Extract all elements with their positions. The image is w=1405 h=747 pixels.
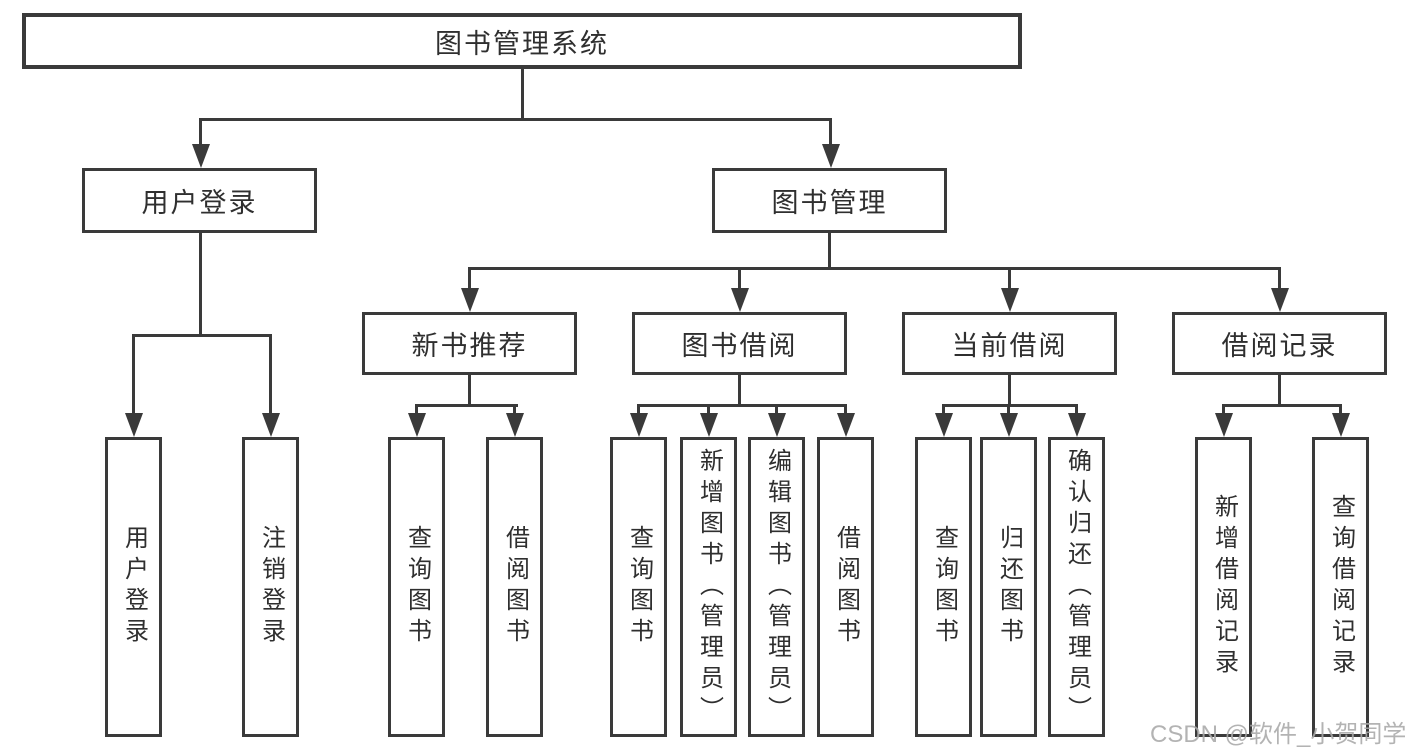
arrowhead-leaf-borrow-books bbox=[837, 413, 855, 437]
connector-stub-user-login bbox=[199, 121, 202, 144]
connector-stub bbox=[415, 407, 418, 413]
node-borrow-records: 借阅记录 bbox=[1172, 312, 1387, 375]
connector-stub-new-book-recommend bbox=[468, 270, 471, 288]
connector-stub bbox=[1075, 407, 1078, 413]
arrowhead-leaf-edit-books-admin bbox=[768, 413, 786, 437]
arrowhead-leaf-query-borrow-record bbox=[1332, 413, 1350, 437]
connector-current-borrowing-bus bbox=[942, 404, 1078, 407]
leaf-add-borrow-record-label: 新增借阅记录 bbox=[1210, 494, 1238, 680]
leaf-borrow-books-recommend-label: 借阅图书 bbox=[501, 525, 529, 649]
node-user-login: 用户登录 bbox=[82, 168, 317, 233]
node-book-management-label: 图书管理 bbox=[771, 188, 888, 218]
connector-stub-borrow-records bbox=[1278, 270, 1281, 288]
connector-stub bbox=[942, 407, 945, 413]
arrowhead-leaf-query-books-borrowing bbox=[630, 413, 648, 437]
leaf-user-login: 用户登录 bbox=[105, 437, 162, 737]
leaf-add-books-admin-label: 新增图书（管理员） bbox=[695, 447, 723, 727]
leaf-confirm-return-admin: 确认归还（管理员） bbox=[1048, 437, 1105, 737]
node-user-login-label: 用户登录 bbox=[141, 188, 258, 218]
connector-book-borrowing-bus bbox=[637, 404, 847, 407]
connector-stub bbox=[1339, 407, 1342, 413]
connector-stub bbox=[844, 407, 847, 413]
node-current-borrowing-label: 当前借阅 bbox=[951, 331, 1068, 361]
connector-stub-leaf-user-login bbox=[132, 337, 135, 413]
leaf-return-books: 归还图书 bbox=[980, 437, 1037, 737]
arrowhead-leaf-add-borrow-record bbox=[1215, 413, 1233, 437]
connector-stub-leaf-logout bbox=[269, 337, 272, 413]
connector-user-login-bus bbox=[132, 334, 272, 337]
node-root-library-system: 图书管理系统 bbox=[22, 13, 1022, 69]
arrowhead-leaf-borrow-books-recommend bbox=[506, 413, 524, 437]
node-new-book-recommend-label: 新书推荐 bbox=[411, 331, 528, 361]
connector-root-trunk bbox=[521, 68, 524, 118]
leaf-query-books-borrowing-label: 查询图书 bbox=[625, 525, 653, 649]
arrowhead-leaf-logout bbox=[262, 413, 280, 437]
connector-borrow-records-trunk bbox=[1278, 375, 1281, 404]
connector-stub bbox=[637, 407, 640, 413]
arrowhead-user-login bbox=[192, 144, 210, 168]
arrowhead-book-management bbox=[822, 144, 840, 168]
connector-stub-current-borrowing bbox=[1008, 270, 1011, 288]
arrowhead-leaf-confirm-return-admin bbox=[1068, 413, 1086, 437]
arrowhead-leaf-query-books-recommend bbox=[408, 413, 426, 437]
leaf-borrow-books: 借阅图书 bbox=[817, 437, 874, 737]
connector-stub bbox=[707, 407, 710, 413]
arrowhead-leaf-add-books-admin bbox=[700, 413, 718, 437]
connector-user-login-trunk bbox=[199, 233, 202, 334]
connector-borrow-records-bus bbox=[1222, 404, 1342, 407]
leaf-query-borrow-record-label: 查询借阅记录 bbox=[1327, 494, 1355, 680]
leaf-query-books-recommend: 查询图书 bbox=[388, 437, 445, 737]
arrowhead-borrow-records bbox=[1271, 288, 1289, 312]
leaf-logout: 注销登录 bbox=[242, 437, 299, 737]
node-book-borrowing-label: 图书借阅 bbox=[681, 331, 798, 361]
leaf-add-borrow-record: 新增借阅记录 bbox=[1195, 437, 1252, 737]
connector-current-borrowing-trunk bbox=[1008, 375, 1011, 404]
leaf-logout-label: 注销登录 bbox=[257, 525, 285, 649]
connector-new-book-recommend-trunk bbox=[468, 375, 471, 404]
connector-book-borrowing-trunk bbox=[738, 375, 741, 404]
connector-new-book-recommend-bus bbox=[415, 404, 518, 407]
csdn-watermark: CSDN @软件_小贺同学 bbox=[1150, 721, 1405, 747]
leaf-query-books-recommend-label: 查询图书 bbox=[403, 525, 431, 649]
leaf-query-books-borrowing: 查询图书 bbox=[610, 437, 667, 737]
connector-book-management-bus bbox=[468, 267, 1281, 270]
connector-stub bbox=[1222, 407, 1225, 413]
arrowhead-book-borrowing bbox=[731, 288, 749, 312]
leaf-borrow-books-recommend: 借阅图书 bbox=[486, 437, 543, 737]
node-book-management: 图书管理 bbox=[712, 168, 947, 233]
node-root-label: 图书管理系统 bbox=[435, 28, 609, 59]
connector-stub bbox=[775, 407, 778, 413]
arrowhead-new-book-recommend bbox=[461, 288, 479, 312]
connector-stub bbox=[513, 407, 516, 413]
arrowhead-current-borrowing bbox=[1001, 288, 1019, 312]
leaf-edit-books-admin-label: 编辑图书（管理员） bbox=[763, 447, 791, 727]
leaf-edit-books-admin: 编辑图书（管理员） bbox=[748, 437, 805, 737]
node-borrow-records-label: 借阅记录 bbox=[1221, 331, 1338, 361]
leaf-borrow-books-label: 借阅图书 bbox=[832, 525, 860, 649]
arrowhead-leaf-return-books bbox=[1000, 413, 1018, 437]
leaf-add-books-admin: 新增图书（管理员） bbox=[680, 437, 737, 737]
node-book-borrowing: 图书借阅 bbox=[632, 312, 847, 375]
leaf-user-login-label: 用户登录 bbox=[120, 525, 148, 649]
connector-root-bus bbox=[199, 118, 832, 121]
connector-stub bbox=[1007, 407, 1010, 413]
leaf-query-borrow-record: 查询借阅记录 bbox=[1312, 437, 1369, 737]
leaf-query-books-current: 查询图书 bbox=[915, 437, 972, 737]
leaf-query-books-current-label: 查询图书 bbox=[930, 525, 958, 649]
connector-stub-book-borrowing bbox=[738, 270, 741, 288]
node-new-book-recommend: 新书推荐 bbox=[362, 312, 577, 375]
connector-book-management-trunk bbox=[828, 233, 831, 267]
connector-stub-book-management bbox=[829, 121, 832, 144]
leaf-confirm-return-admin-label: 确认归还（管理员） bbox=[1063, 447, 1091, 727]
arrowhead-leaf-query-books-current bbox=[935, 413, 953, 437]
arrowhead-leaf-user-login bbox=[125, 413, 143, 437]
node-current-borrowing: 当前借阅 bbox=[902, 312, 1117, 375]
leaf-return-books-label: 归还图书 bbox=[995, 525, 1023, 649]
